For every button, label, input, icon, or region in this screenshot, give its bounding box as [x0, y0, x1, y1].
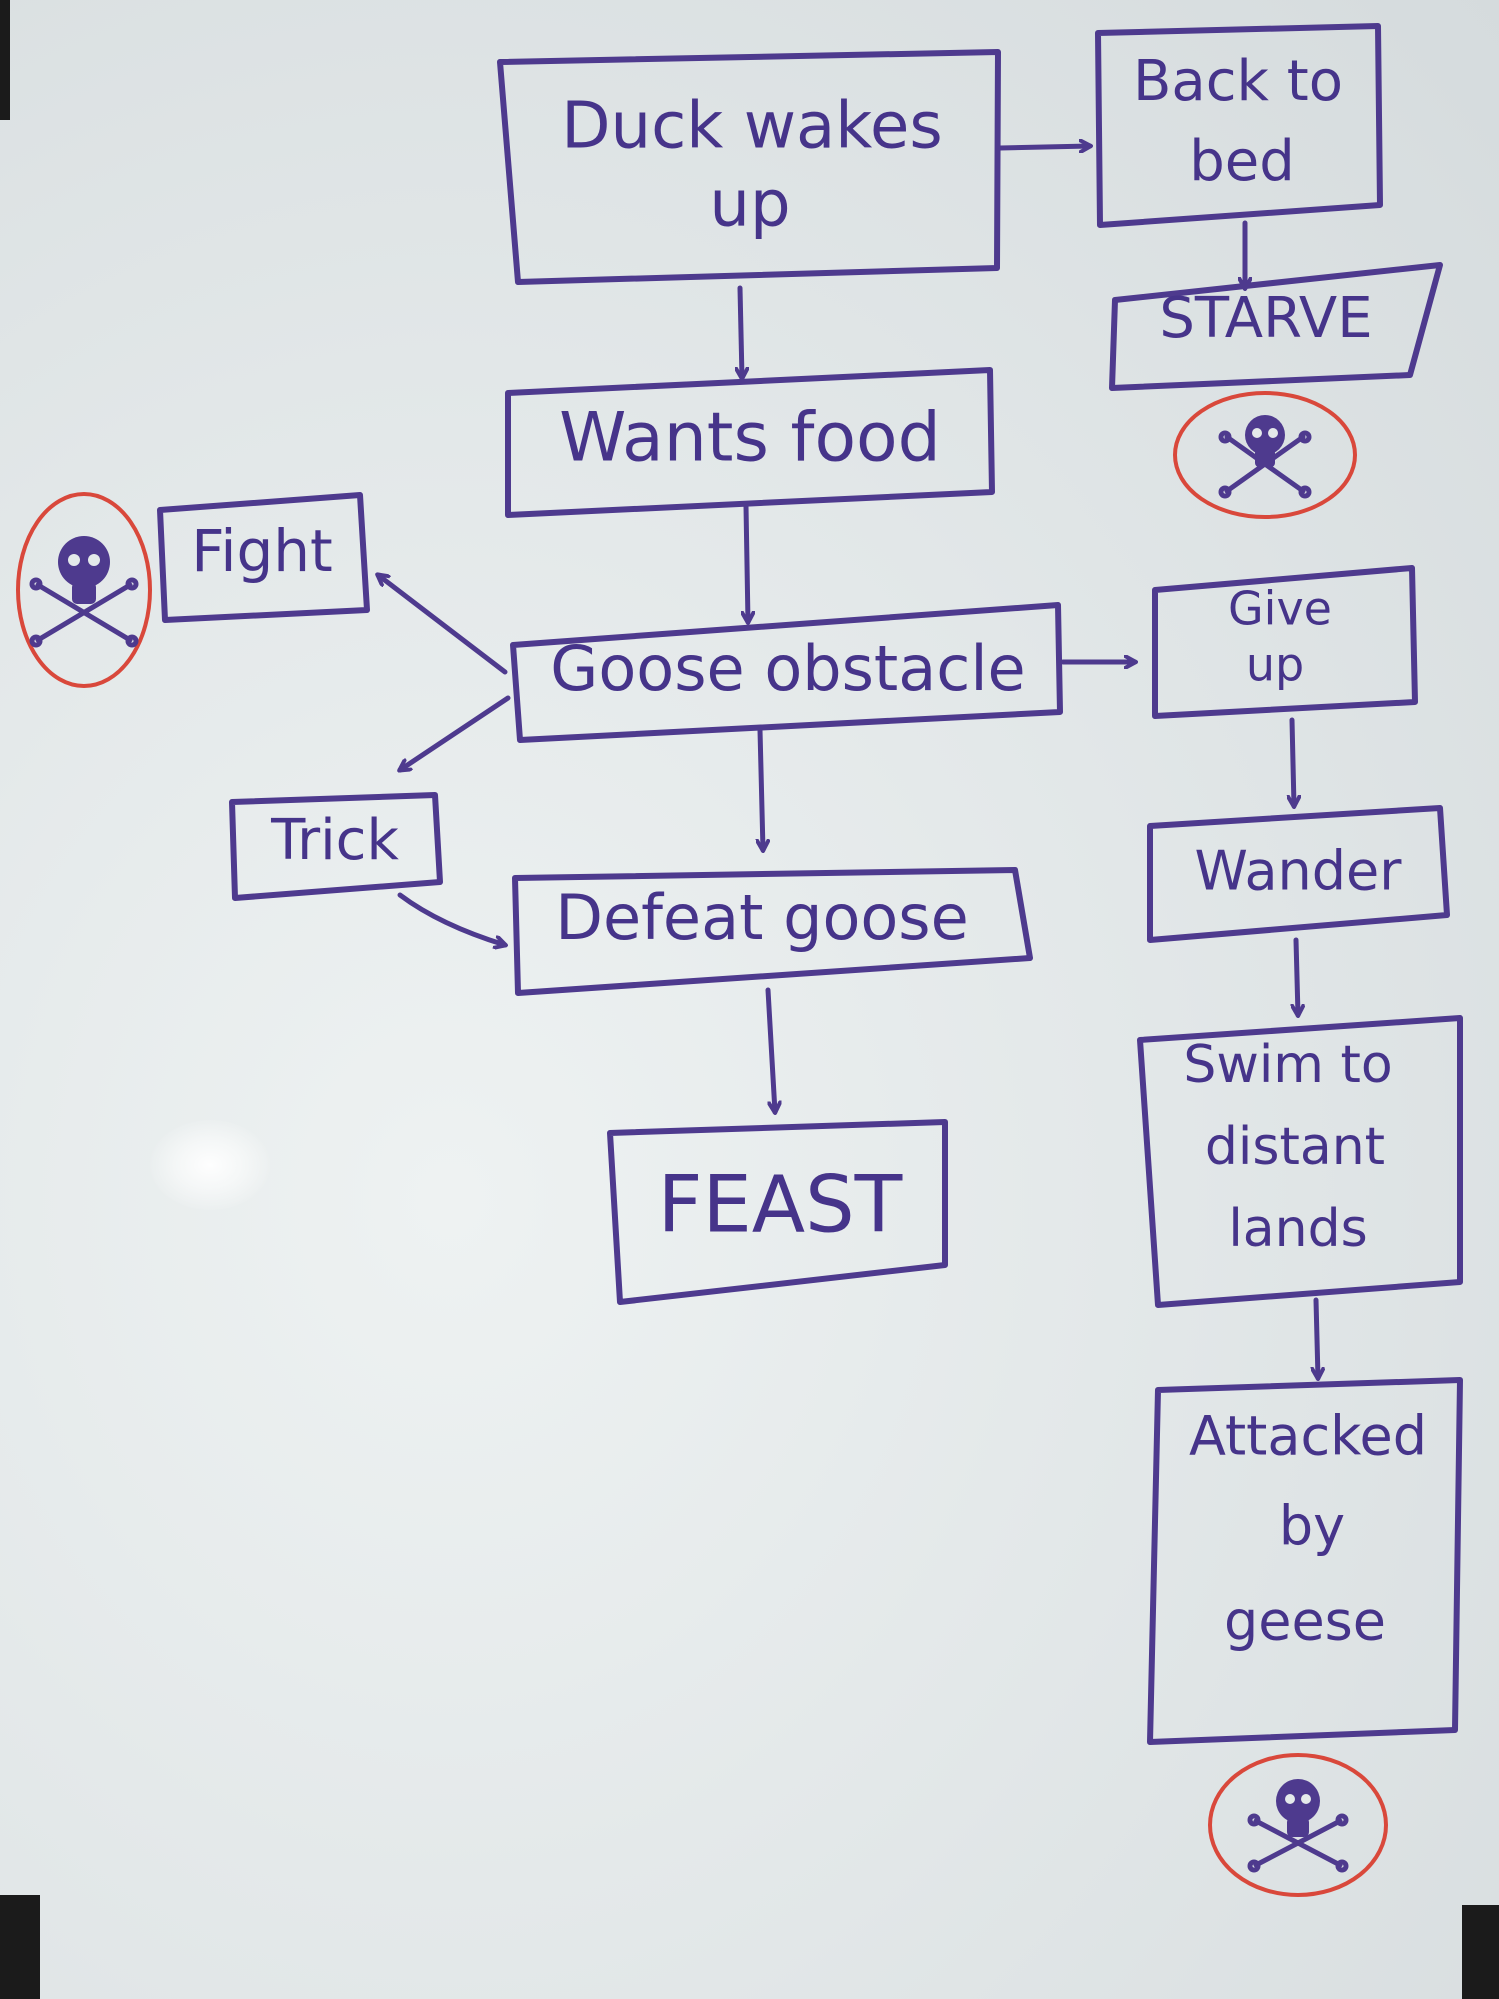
edge-trick-to-defeatgoose	[397, 892, 505, 945]
node-fight: Fight	[157, 492, 370, 623]
node-label: Wander	[1195, 840, 1403, 903]
node-starve: STARVE	[1109, 262, 1443, 391]
node-wander: Wander	[1147, 805, 1450, 943]
node-label: Duck wakes	[561, 90, 943, 164]
skull-crossbones-icon	[1173, 391, 1357, 519]
node-label: Give	[1228, 582, 1332, 636]
node-label: distant	[1205, 1117, 1385, 1177]
edges	[378, 146, 1318, 1378]
edge-wander-to-swim	[1296, 937, 1298, 1015]
node-trick: Trick	[229, 792, 443, 901]
node-label: Attacked	[1189, 1405, 1427, 1468]
node-label: Defeat goose	[555, 881, 969, 954]
edge-gooseobstacle-to-defeatgoose	[760, 727, 763, 850]
node-label: geese	[1224, 1590, 1386, 1653]
node-label: Swim to	[1183, 1035, 1392, 1095]
node-label: Back to	[1133, 49, 1343, 114]
node-label: Fight	[191, 517, 333, 585]
node-label: up	[1246, 638, 1304, 692]
node-label: lands	[1228, 1199, 1367, 1259]
node-feast: FEAST	[607, 1119, 948, 1305]
edge-gooseobstacle-to-trick	[400, 695, 511, 770]
node-label: bed	[1189, 129, 1295, 194]
skull-crossbones-icon	[16, 492, 152, 688]
edge-swim-to-attacked	[1316, 1297, 1318, 1378]
node-defeat-goose: Defeat goose	[512, 867, 1033, 996]
board-corner-top-left	[0, 0, 10, 120]
edge-wantsfood-to-gooseobstacle	[746, 503, 748, 622]
node-label: FEAST	[658, 1160, 903, 1250]
node-goose-obstacle: Goose obstacle	[510, 602, 1063, 743]
node-wants-food: Wants food	[505, 367, 995, 518]
node-label: Wants food	[559, 399, 941, 478]
light-glare	[150, 1120, 270, 1210]
edge-duck-to-backtobed	[997, 146, 1090, 148]
node-label: STARVE	[1159, 286, 1372, 351]
node-attacked-by-geese: Attacked by geese	[1147, 1377, 1463, 1745]
node-duck-wakes-up: Duck wakes up	[497, 49, 1001, 285]
edge-duck-to-wantsfood	[740, 285, 742, 378]
board-corner-bottom-left	[0, 1895, 40, 1999]
edge-defeatgoose-to-feast	[765, 987, 775, 1112]
skull-crossbones-icon	[1208, 1753, 1388, 1897]
node-swim-to-distant-lands: Swim to distant lands	[1137, 1015, 1463, 1308]
node-back-to-bed: Back to bed	[1095, 23, 1383, 228]
node-label: Trick	[270, 808, 399, 873]
node-give-up: Give up	[1152, 565, 1418, 719]
node-label: Goose obstacle	[550, 632, 1025, 705]
board-corner-bottom-right	[1462, 1905, 1499, 1999]
edge-gooseobstacle-to-fight	[378, 575, 508, 675]
node-label: up	[709, 168, 790, 242]
edge-giveup-to-wander	[1292, 717, 1294, 806]
node-label: by	[1279, 1495, 1345, 1558]
